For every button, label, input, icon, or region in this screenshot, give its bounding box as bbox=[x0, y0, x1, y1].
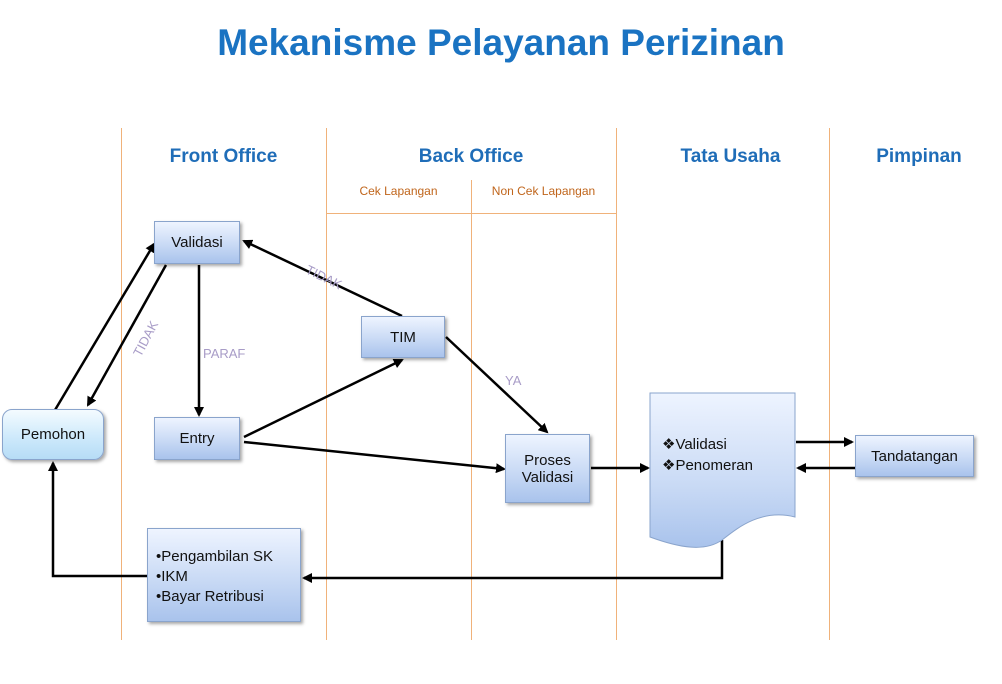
lane-divider-1 bbox=[121, 128, 122, 640]
arrow-tim-to-proses bbox=[445, 336, 549, 434]
lane-divider-2 bbox=[326, 128, 327, 640]
arrow-entry-to-tim bbox=[243, 358, 404, 439]
tim-box: TIM bbox=[361, 316, 445, 358]
document-item: ❖Penomeran bbox=[662, 457, 753, 474]
lane-divider-5 bbox=[829, 128, 830, 640]
proses-validasi-label-1: Proses bbox=[524, 451, 571, 469]
arrow-validasi-to-pemohon bbox=[86, 264, 168, 407]
lane-heading-tata-usaha: Tata Usaha bbox=[680, 146, 781, 167]
proses-validasi-label-2: Validasi bbox=[521, 468, 574, 486]
proses-validasi-box: Proses Validasi bbox=[505, 434, 590, 503]
pemohon-box: Pemohon bbox=[2, 409, 104, 460]
arrow-pengambilan-to-pemohon bbox=[48, 461, 147, 578]
tim-label: TIM bbox=[390, 328, 416, 346]
document-shape bbox=[649, 392, 796, 548]
sub-lane-non-cek-lapangan: Non Cek Lapangan bbox=[491, 184, 596, 198]
arrow-document-to-pengambilan bbox=[302, 540, 724, 583]
pengambilan-item: •Pengambilan SK bbox=[156, 548, 273, 565]
page-title: Mekanisme Pelayanan Perizinan bbox=[217, 22, 785, 63]
tandatangan-label: Tandatangan bbox=[871, 447, 958, 465]
tandatangan-box: Tandatangan bbox=[855, 435, 974, 477]
pengambilan-box: •Pengambilan SK •IKM •Bayar Retribusi bbox=[147, 528, 301, 622]
lane-heading-back-office: Back Office bbox=[418, 146, 524, 167]
entry-label: Entry bbox=[179, 430, 215, 447]
lane-heading-front-office: Front Office bbox=[169, 146, 278, 167]
lane-divider-4 bbox=[616, 128, 617, 640]
validasi-label: Validasi bbox=[171, 234, 223, 251]
pengambilan-item: •IKM bbox=[156, 568, 188, 585]
arrow-pemohon-to-validasi bbox=[53, 242, 156, 411]
lane-divider-3 bbox=[471, 180, 472, 640]
pengambilan-item: •Bayar Retribusi bbox=[156, 588, 264, 605]
pemohon-label: Pemohon bbox=[20, 426, 86, 443]
arrow-tim-to-validasi bbox=[242, 239, 403, 318]
lane-heading-pimpinan: Pimpinan bbox=[876, 146, 962, 167]
arrow-entry-to-proses bbox=[243, 440, 506, 474]
document-item: ❖Validasi bbox=[662, 436, 727, 453]
sub-lane-cek-lapangan: Cek Lapangan bbox=[359, 184, 438, 198]
edge-label-paraf: PARAF bbox=[203, 346, 246, 361]
document-items: ❖Validasi ❖Penomeran bbox=[662, 434, 753, 476]
validasi-box: Validasi bbox=[154, 221, 240, 264]
sub-lane-divider bbox=[326, 213, 616, 214]
edge-label-ya: YA bbox=[505, 373, 522, 388]
entry-box: Entry bbox=[154, 417, 240, 460]
